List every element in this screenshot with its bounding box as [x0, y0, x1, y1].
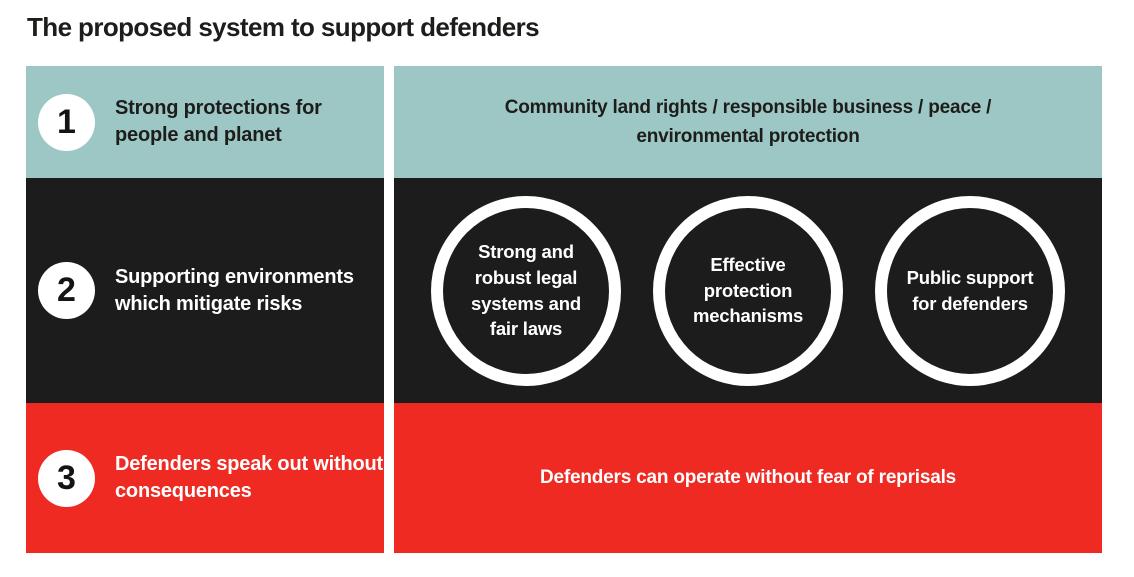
pillar-text: Strong and robust legal systems and fair… [471, 241, 581, 340]
step-number: 3 [57, 458, 76, 497]
step-number: 2 [57, 271, 76, 309]
row-1-right-panel: Community land rights / responsible busi… [394, 66, 1102, 178]
defender-system-diagram: 1 Strong protections for people and plan… [26, 66, 1102, 553]
row-3-right-panel: Defenders can operate without fear of re… [394, 403, 1102, 553]
pillar-text: Effective protection mechanisms [692, 254, 804, 327]
step-badge-2: 2 [38, 262, 95, 319]
pillar-circle-protection-mechanisms: Effective protection mechanisms [653, 195, 843, 386]
step-badge-1: 1 [38, 93, 95, 151]
row-1-left-panel: 1 Strong protections for people and plan… [26, 66, 384, 178]
step-label-3: Defenders speak out without consequences [115, 453, 383, 502]
step-number: 1 [57, 102, 76, 141]
pillar-circle-legal-systems: Strong and robust legal systems and fair… [431, 195, 621, 386]
step-badge-3: 3 [38, 449, 95, 507]
pillar-circle-public-support: Public support for defenders [875, 195, 1065, 386]
step-label-2: Supporting environments which mitigate r… [115, 265, 354, 315]
row-2-left-panel: 2 Supporting environments which mitigate… [26, 178, 384, 403]
row-2-right-panel: Strong and robust legal systems and fair… [394, 178, 1102, 403]
page-title: The proposed system to support defenders [27, 12, 540, 42]
outcome-text-1: Community land rights / responsible busi… [504, 96, 992, 147]
step-label-1: Strong protections for people and planet [115, 97, 322, 146]
outcome-text-3: Defenders can operate without fear of re… [539, 467, 957, 489]
row-3-left-panel: 3 Defenders speak out without consequenc… [26, 403, 384, 553]
pillar-text: Public support for defenders [906, 266, 1034, 314]
